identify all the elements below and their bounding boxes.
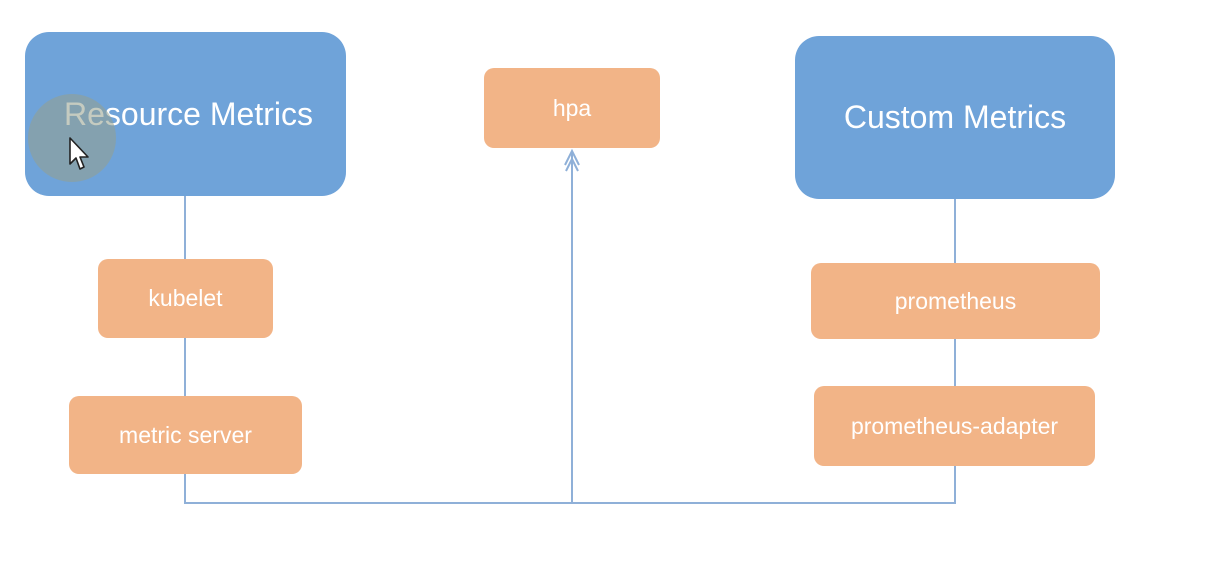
cursor-highlight <box>28 94 116 182</box>
hpa-box: hpa <box>484 68 660 148</box>
metric-server-box: metric server <box>69 396 302 474</box>
prometheus-label: prometheus <box>894 287 1017 314</box>
custom-metrics-label: Custom Metrics <box>843 99 1067 135</box>
hpa-arrowhead-inner <box>565 156 579 172</box>
edge-adapter-bus <box>572 466 956 504</box>
mouse-pointer-icon <box>69 137 89 170</box>
prometheus-box: prometheus <box>811 263 1100 339</box>
edge-metric-server-bus <box>184 474 572 504</box>
prometheus-adapter-label: prometheus-adapter <box>850 412 1059 439</box>
hpa-arrowhead-outer <box>564 148 580 166</box>
kubelet-label: kubelet <box>148 285 223 311</box>
hpa-label: hpa <box>552 94 592 121</box>
prometheus-adapter-box: prometheus-adapter <box>814 386 1095 466</box>
metric-server-label: metric server <box>119 421 252 448</box>
kubelet-box: kubelet <box>98 259 273 338</box>
custom-metrics-box: Custom Metrics <box>795 36 1115 199</box>
